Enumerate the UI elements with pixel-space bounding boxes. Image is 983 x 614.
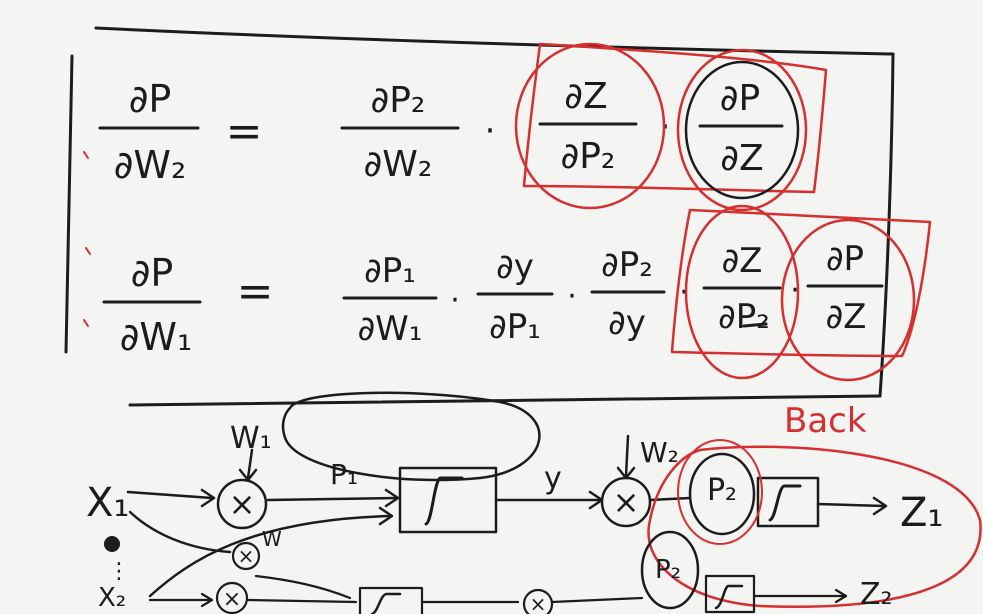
eq2-lhs-denominator: ∂W₁ (120, 315, 192, 359)
lower-path-curve (254, 574, 352, 600)
z1-label: Z₁ (900, 490, 943, 536)
w-label: W (262, 527, 282, 551)
eq1-equals: = (226, 106, 263, 157)
row1-circle-dp-dz (676, 48, 808, 212)
y-label: y (544, 461, 562, 496)
eq2-term2-numerator: ∂y (496, 247, 534, 287)
scribble-dot (104, 536, 120, 552)
eq1-term1-numerator: ∂P₂ (371, 80, 426, 121)
p1-label: P₁ (330, 458, 358, 491)
eq1-term3-numerator: ∂P (720, 78, 760, 119)
eq2-term5-numerator: ∂P (826, 239, 864, 279)
sigmoid-curve-1 (424, 476, 464, 526)
w1-arrow (246, 448, 254, 480)
multiply-node-5-symbol: × (530, 592, 547, 614)
sigmoid-curve-4 (714, 584, 744, 610)
z1-arrow (816, 502, 886, 508)
z2-label: Z₂ (860, 577, 893, 612)
multiply-node-2 (600, 476, 652, 528)
lower-arrow-1 (246, 598, 358, 604)
eq2-term5-denominator: ∂Z (826, 297, 867, 337)
p2-top-red-circle (677, 439, 763, 545)
eq1-term2-numerator: ∂Z (564, 76, 607, 117)
p2-bottom-circle (640, 530, 700, 610)
eq2-term3-denominator: ∂y (608, 303, 646, 343)
eq1-term2-denominator: ∂P₂ (561, 136, 616, 177)
red-tick-marks (83, 151, 91, 327)
sigmoid-box-4 (704, 574, 756, 614)
multiply-node-1-symbol: × (229, 485, 256, 523)
w2-arrow (624, 434, 630, 478)
row1-black-circle-dp-dz (684, 60, 800, 200)
equation-row-1: ∂P ∂W₂ = ∂P₂ ∂W₂ · ∂Z ∂P₂ · ∂P ∂Z (98, 76, 784, 187)
equation-box (64, 26, 895, 407)
p2-top-label: P₂ (707, 473, 737, 508)
multiply-node-5 (522, 588, 554, 614)
eq2-dot-2: · (567, 279, 577, 314)
eq2-equals: = (237, 266, 274, 317)
x1-arrowhead (200, 488, 216, 508)
back-label: Back (784, 401, 867, 441)
eq2-term4-denominator: ∂P₂ (718, 297, 770, 337)
eq2-term3-numerator: ∂P₂ (601, 245, 653, 285)
eq2-term2-denominator: ∂P₁ (489, 307, 541, 347)
eq2-term1-denominator: ∂W₁ (358, 309, 423, 349)
network-diagram: X₁ W₁ × P₁ y W₂ × (86, 391, 982, 614)
row2-underline-p2 (742, 322, 768, 328)
eq1-lhs-denominator: ∂W₂ (114, 143, 186, 187)
sigmoid-curve-2 (768, 484, 802, 522)
x2-arrowhead (200, 592, 214, 608)
x1-branch-curve (128, 510, 232, 554)
cross-link-curve (148, 514, 392, 598)
eq2-dot-3: · (679, 275, 689, 310)
cross-link-arrowhead (378, 506, 394, 526)
sigmoid-curve-3 (370, 592, 402, 614)
p2-top-circle (688, 452, 756, 536)
lower-arrow-3 (550, 596, 644, 604)
z1-arrowhead (872, 496, 888, 516)
z2-arrowhead (834, 588, 848, 604)
w2-label: W₂ (640, 436, 679, 469)
x1-label: X₁ (86, 480, 129, 526)
sigmoid-box-2 (756, 476, 820, 528)
multiply-node-1 (216, 478, 268, 530)
x2-label: X₂ (98, 583, 126, 613)
eq2-term1-numerator: ∂P₁ (364, 251, 416, 291)
eq2-dot-4: · (790, 273, 800, 308)
ellipsis-dots: ⋮ (108, 559, 130, 584)
eq2-lhs-numerator: ∂P (131, 251, 174, 295)
eq1-dot-1: · (485, 111, 496, 151)
eq1-term3-denominator: ∂Z (720, 138, 763, 179)
sigmoid-box-3 (358, 586, 424, 614)
equation-row-2: ∂P ∂W₁ = ∂P₁ ∂W₁ · ∂y ∂P₁ · ∂P₂ ∂y · ∂Z … (102, 239, 884, 359)
row1-red-box (522, 42, 828, 194)
eq1-lhs-numerator: ∂P (129, 77, 172, 121)
multiply-node-4 (215, 581, 249, 614)
row1-circle-dz-dp2 (514, 42, 666, 210)
row2-circle-dp-dz (780, 218, 916, 382)
p2-bottom-label: P₂ (655, 555, 681, 585)
multiply-node-4-symbol: × (223, 587, 241, 612)
p1-arrow (266, 496, 398, 502)
multiply-node-2-symbol: × (613, 483, 640, 521)
multiply-node-3 (231, 541, 261, 571)
multiply-node-3-symbol: × (238, 544, 255, 568)
red-annotations-equations: Back (514, 42, 932, 441)
p1-arrowhead (384, 488, 400, 508)
row2-red-box (670, 208, 932, 358)
row2-circle-dz-dp2 (684, 204, 800, 380)
x1-arrow (126, 490, 214, 500)
eq1-term1-denominator: ∂W₂ (364, 144, 433, 185)
output-red-loop (647, 445, 982, 608)
eq2-term4-numerator: ∂Z (722, 241, 763, 281)
eq2-dot-1: · (450, 283, 460, 318)
p1-black-loop (281, 391, 541, 482)
